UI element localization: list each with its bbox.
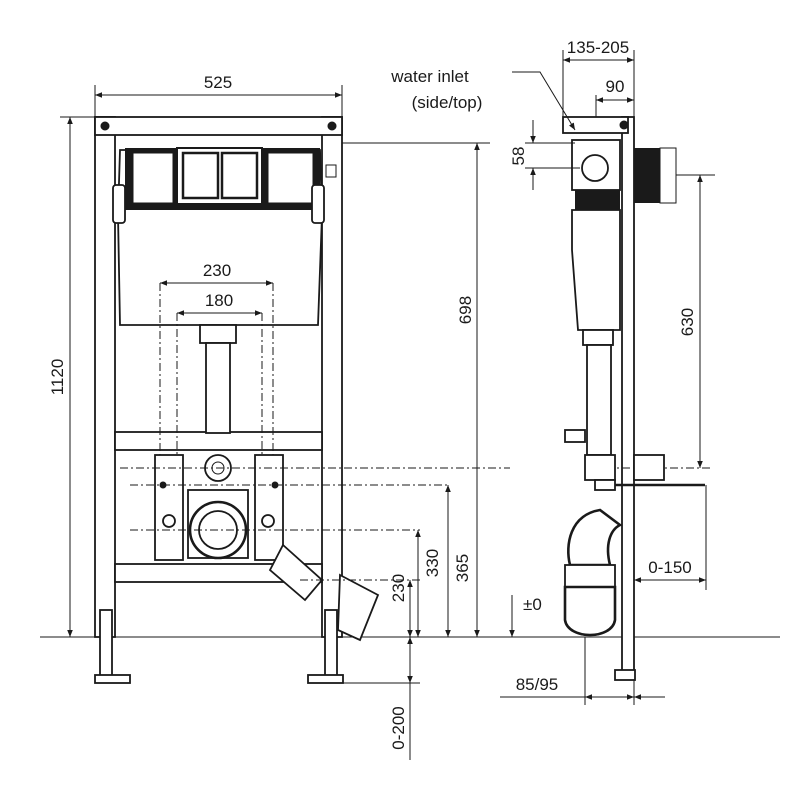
dim-label-365: 365 [453, 554, 472, 582]
side-drain-bend [567, 508, 623, 567]
rod-nut [594, 479, 616, 491]
bolt-hole-icon [162, 514, 176, 528]
flush-button-icon [181, 151, 220, 200]
right-foot [307, 674, 344, 684]
bolt-hole-icon [261, 514, 275, 528]
cistern-clip-left [112, 184, 126, 224]
dim-label-230-spacing: 230 [203, 261, 231, 280]
flush-pipe [205, 342, 231, 434]
frame-right-post [321, 116, 343, 638]
dim-label-135-205: 135-205 [567, 38, 629, 57]
bolt-plate-right [254, 454, 284, 561]
dim-label-0-150: 0-150 [648, 558, 691, 577]
side-foot [614, 669, 636, 681]
dim-label-90: 90 [606, 77, 625, 96]
drain-outlet [337, 573, 380, 642]
inlet-valve-icon [581, 154, 609, 182]
side-pipe-collar [582, 329, 614, 346]
cistern-top-side [575, 190, 620, 212]
drain-bend [268, 543, 324, 602]
dim-label-525: 525 [204, 73, 232, 92]
side-flush-pipe [586, 344, 612, 456]
cistern-side-body [571, 209, 621, 331]
mount-hole-icon [100, 121, 110, 131]
frame-top-bar [94, 116, 343, 136]
dim-label-630: 630 [678, 308, 697, 336]
inlet-label-line2: (side/top) [412, 93, 483, 112]
dim-label-85-95: 85/95 [516, 675, 559, 694]
bolt-plate-left [154, 454, 184, 561]
cistern-side-panel [267, 152, 314, 204]
dim-label-230-height: 230 [389, 574, 408, 602]
dim-label-0-200: 0-200 [389, 706, 408, 749]
flush-plate-face [659, 147, 677, 204]
side-elbow [584, 454, 616, 481]
cistern-side-panel [132, 152, 174, 204]
flush-pipe-collar [199, 324, 237, 344]
dim-label-698: 698 [456, 296, 475, 324]
inlet-leader [512, 71, 576, 131]
side-view [562, 116, 710, 681]
side-bracket [564, 429, 586, 443]
side-dimensions: 135-205 90 water inlet (side/top) 58 630… [390, 38, 715, 705]
side-inlet-stub [633, 454, 665, 481]
inlet-label-line1: water inlet [390, 67, 469, 86]
left-foot [94, 674, 131, 684]
front-dimensions: 525 1120 230 180 698 365 330 230 0-200 [48, 73, 490, 760]
cistern-clip-right [311, 184, 325, 224]
frame-left-post [94, 116, 116, 638]
dim-label-58: 58 [509, 147, 528, 166]
flush-button-icon [220, 151, 259, 200]
left-leg [99, 609, 113, 681]
mount-hole-icon [327, 121, 337, 131]
right-leg [324, 609, 338, 681]
dim-label-1120: 1120 [48, 359, 67, 396]
mount-hole-icon [619, 120, 629, 130]
dim-label-330: 330 [423, 549, 442, 577]
frame-middle-bar [114, 431, 323, 451]
zero-level-label: ±0 [523, 595, 542, 614]
frame-bracket [325, 164, 337, 178]
side-top-bracket [562, 116, 629, 134]
dim-label-180-spacing: 180 [205, 291, 233, 310]
side-drain-collar [564, 564, 616, 588]
side-frame-post [621, 116, 635, 678]
side-drain-outlet [563, 585, 617, 637]
